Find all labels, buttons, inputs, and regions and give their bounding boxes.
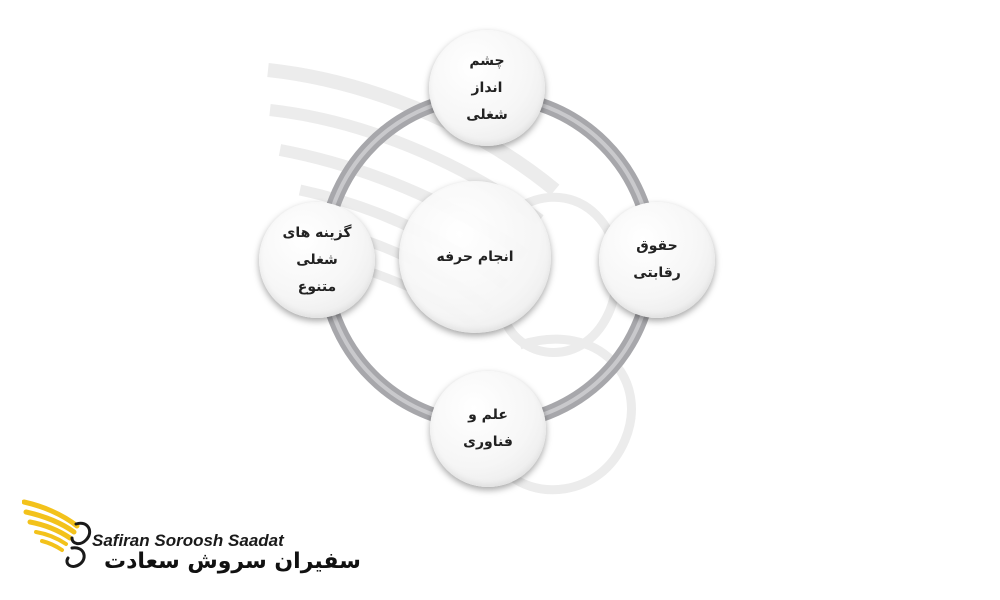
- company-logo: Safiran Soroosh Saadat سفیران سروش سعادت: [22, 494, 361, 584]
- node-competitive-salary: حقوق رقابتی: [599, 202, 715, 318]
- node-science-technology: علم و فناوری: [430, 371, 546, 487]
- node-career-outlook-label: چشم انداز شغلی: [466, 52, 508, 123]
- wing-logo-icon: [22, 499, 92, 568]
- logo-latin-text: Safiran Soroosh Saadat: [92, 531, 284, 550]
- node-diverse-job-options: گزینه های شغلی متنوع: [259, 202, 375, 318]
- node-competitive-salary-label: حقوق رقابتی: [633, 238, 681, 281]
- node-career-outlook: چشم انداز شغلی: [429, 30, 545, 146]
- node-science-technology-label: علم و فناوری: [463, 407, 513, 450]
- logo-persian-text: سفیران سروش سعادت: [104, 549, 361, 574]
- node-diverse-job-options-label: گزینه های شغلی متنوع: [282, 224, 352, 295]
- center-node: انجام حرفه: [399, 181, 551, 333]
- center-node-label: انجام حرفه: [436, 248, 514, 265]
